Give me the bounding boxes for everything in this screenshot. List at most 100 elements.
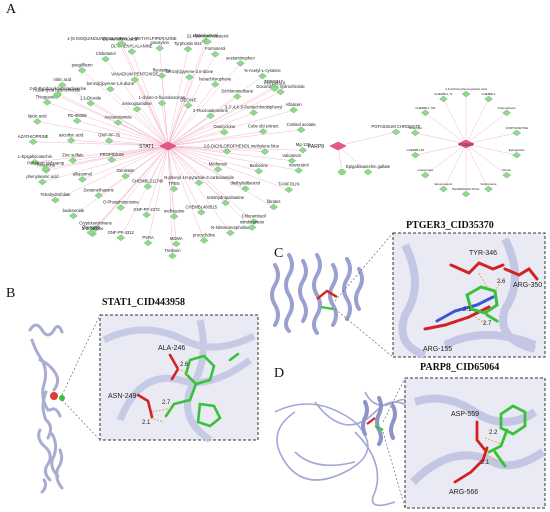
network-node-shape: [72, 117, 82, 125]
panel-b-letter: B: [6, 286, 16, 301]
network-node: Doxorubicin hydrochloride: [256, 84, 305, 96]
network-edge: [337, 145, 369, 173]
network-node: OECINE: [180, 97, 196, 109]
network-node-shape: [113, 119, 123, 126]
network-node: GNF-PF-4312: [108, 230, 135, 242]
network-node-label: PROPIDIUM: [100, 152, 124, 157]
network-node: CHEMBL211740: [132, 179, 164, 190]
network-edge: [55, 145, 169, 201]
network-edge: [73, 145, 169, 217]
network-node-label: allopurinol: [73, 171, 92, 176]
panel-a-letter: A: [6, 2, 17, 17]
network-edge: [110, 89, 169, 147]
network-node: diethylstilbestrol: [230, 181, 260, 192]
network-node-shape: [421, 109, 430, 117]
network-edge: [337, 145, 343, 173]
network-node-shape: [68, 157, 78, 164]
network-node-shape: [143, 239, 153, 247]
ptger3-ligand-marker: [316, 289, 338, 311]
network-node-label: Dexamethasone: [83, 188, 114, 193]
network-node: Dichloromethane: [221, 88, 254, 100]
panel-b-title: STAT1_CID443958: [102, 297, 185, 308]
network-node: Zinc sulfate: [62, 152, 84, 164]
network-edge: [146, 145, 169, 215]
network-node-shape: [121, 172, 130, 180]
network-edge: [34, 145, 169, 163]
network-node: methylene blue: [251, 144, 280, 155]
network-node-shape: [77, 176, 87, 183]
network-node-shape: [41, 165, 51, 172]
network-node: ascorbic acid: [59, 132, 84, 144]
distance-label: 2.1: [463, 307, 472, 313]
network-node-label: Rubomycin hydrochloride: [33, 88, 81, 93]
network-node-label: TAXIFOLIN: [278, 182, 299, 187]
network-node: aminoguanidine: [122, 101, 152, 113]
network-edge: [167, 145, 231, 234]
network-node: Aflatoxin: [286, 102, 303, 114]
network-node: pinosylvin: [151, 40, 170, 52]
network-node: procyclidine: [193, 232, 216, 244]
network-edge: [167, 112, 254, 147]
network-node-shape: [168, 252, 177, 260]
residue-label-asn-249: ASN-249: [108, 393, 137, 400]
network-node-label: procyclidine: [193, 232, 216, 237]
network-edge: [167, 145, 177, 244]
network-node-label: Berberine: [250, 163, 269, 168]
network-edge: [167, 145, 259, 172]
network-node-shape: [116, 204, 126, 211]
network-node-shape: [171, 240, 181, 248]
network-node: TAXIFOLIN: [278, 182, 299, 193]
network-node: VORTIOXETINE: [506, 126, 528, 137]
network-node-shape: [439, 185, 448, 193]
network-node: Dexamethasone: [83, 188, 115, 199]
network-node-shape: [421, 171, 430, 179]
network-node: phenylacetic acid: [26, 174, 59, 186]
network-edge: [120, 145, 169, 238]
network-node: L-Epigallocatechin: [18, 154, 53, 166]
network-node: MDMA: [170, 236, 183, 248]
network-node-label: Clobetasol: [96, 51, 116, 56]
network-node-label: Aflatoxin: [286, 102, 303, 107]
network-node: Clobetasol: [96, 51, 116, 63]
network-node-label: Quercetin: [82, 225, 101, 230]
network-node-shape: [142, 211, 151, 219]
network-node-shape: [241, 185, 250, 192]
network-node-label: 22-Hydroxycholesterol: [187, 34, 229, 39]
network-node: 1,1-Dioxide: [80, 95, 102, 107]
network-edge: [46, 145, 169, 171]
network-node-shape: [222, 148, 232, 155]
network-node: lipoic acid: [28, 113, 47, 125]
network-node-label: Epinephrine: [509, 148, 525, 152]
network-node-label: fluoxetine: [153, 68, 172, 73]
panel-c-letter: C: [274, 246, 284, 261]
network-edge: [167, 54, 216, 147]
network-node: N-Nitrosomorpholine: [211, 225, 250, 237]
network-node-label: fibrates: [267, 199, 281, 204]
network-node-label: tetrahydropalmatine: [207, 195, 245, 200]
network-edge: [120, 145, 169, 208]
network-edge: [167, 145, 255, 222]
network-node-label: MDMA: [170, 236, 183, 241]
network-node: IOCAL: [502, 168, 511, 179]
network-hub-shape: [329, 141, 347, 151]
network-node-label: Cryptotanshinone: [79, 221, 112, 226]
network-node-label: GNF-PF-2272: [133, 207, 160, 212]
network-node: 2,6-DICHLOROPHENOL: [204, 143, 251, 155]
network-node-label: DL-PHENYLALANINE: [111, 44, 153, 49]
network-node: nitric acid: [53, 77, 72, 89]
network-node-shape: [294, 167, 304, 174]
network-node-label: DL-Mevalonic acid: [103, 36, 138, 41]
network-node-label: OECINE: [180, 97, 196, 102]
network-node-shape: [226, 229, 235, 237]
network-edge: [167, 131, 225, 147]
network-node: misoprostol: [418, 168, 433, 179]
network-edge: [159, 48, 169, 147]
network-hub-label: PARP8: [308, 144, 324, 150]
network-node: Indomethacin: [498, 106, 516, 117]
network-node-shape: [232, 93, 242, 100]
network-node-shape: [512, 129, 522, 137]
network-node: Genistein: [117, 168, 135, 180]
network-node: Cortisol acetate: [287, 122, 316, 134]
network-edge: [92, 145, 169, 234]
network-edge: [167, 145, 292, 162]
